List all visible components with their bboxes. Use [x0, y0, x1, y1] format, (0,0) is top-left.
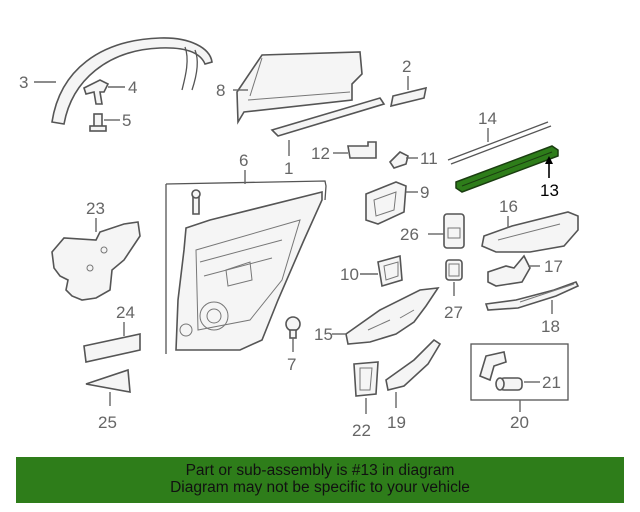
callout-23[interactable]: 23: [86, 199, 105, 218]
part-25-trim[interactable]: [85, 368, 131, 393]
callout-3[interactable]: 3: [19, 73, 28, 92]
part-24-pad[interactable]: [83, 333, 141, 363]
callout-8[interactable]: 8: [216, 81, 225, 100]
part-11-clip[interactable]: [388, 151, 409, 169]
callout-27[interactable]: 27: [444, 303, 463, 322]
callout-7[interactable]: 7: [287, 355, 296, 374]
banner-line-2: Diagram may not be specific to your vehi…: [170, 479, 470, 496]
callout-26[interactable]: 26: [400, 225, 419, 244]
part-15-trim[interactable]: [345, 287, 440, 345]
part-13-highlighted[interactable]: [455, 145, 559, 193]
part-6-door-panel[interactable]: [165, 180, 327, 354]
callout-14[interactable]: 14: [478, 109, 497, 128]
callout-5[interactable]: 5: [122, 111, 131, 130]
part-3-frame[interactable]: [51, 37, 213, 125]
callout-20[interactable]: 20: [510, 413, 529, 432]
callout-19[interactable]: 19: [387, 413, 406, 432]
part-10-handle[interactable]: [377, 254, 403, 288]
callout-4[interactable]: 4: [128, 78, 137, 97]
part-17-bracket[interactable]: [487, 254, 531, 287]
callout-11[interactable]: 11: [420, 149, 438, 168]
parts-diagram: 3 4 5 8 2 1 12 11 14: [19, 37, 580, 440]
part-18-strip[interactable]: [484, 281, 580, 311]
callout-22[interactable]: 22: [352, 421, 371, 440]
callout-6[interactable]: 6: [239, 151, 248, 170]
part-8-upper-trim[interactable]: [236, 51, 363, 125]
callout-17[interactable]: 17: [544, 257, 563, 276]
callout-12[interactable]: 12: [311, 144, 330, 163]
callout-10[interactable]: 10: [340, 265, 359, 284]
part-4-bracket[interactable]: [83, 79, 110, 105]
part-27-button[interactable]: [445, 259, 463, 281]
callout-2[interactable]: 2: [402, 57, 411, 76]
callout-9[interactable]: 9: [420, 183, 429, 202]
part-9-bracket[interactable]: [365, 181, 407, 225]
part-12-clip[interactable]: [347, 141, 377, 159]
part-22-cover[interactable]: [353, 361, 379, 397]
part-5-screw[interactable]: [89, 113, 107, 132]
callout-1[interactable]: 1: [284, 159, 293, 178]
part-2-trim[interactable]: [389, 86, 428, 108]
part-16-armrest[interactable]: [481, 211, 579, 253]
callout-15[interactable]: 15: [314, 325, 333, 344]
part-14-strip[interactable]: [447, 121, 552, 165]
callout-24[interactable]: 24: [116, 303, 135, 322]
callout-18[interactable]: 18: [541, 317, 560, 336]
part-7-clip[interactable]: [285, 316, 301, 339]
part-26-switch[interactable]: [443, 213, 465, 249]
banner-line-1: Part or sub-assembly is #13 in diagram: [185, 462, 455, 479]
callout-21[interactable]: 21: [542, 373, 561, 392]
part-19-trim[interactable]: [385, 338, 442, 391]
part-23-pad[interactable]: [51, 221, 141, 301]
callout-13[interactable]: 13: [540, 181, 559, 200]
highlight-banner: Part or sub-assembly is #13 in diagram D…: [16, 457, 624, 503]
callout-25[interactable]: 25: [98, 413, 117, 432]
callout-16[interactable]: 16: [499, 197, 518, 216]
part-1-strip[interactable]: [270, 97, 386, 137]
